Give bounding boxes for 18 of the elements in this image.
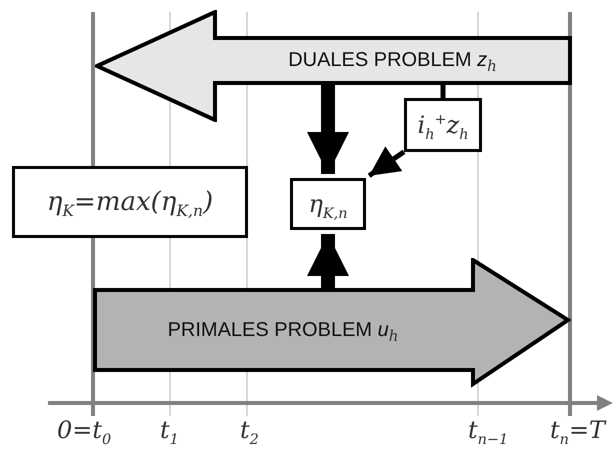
math-box [404, 98, 482, 152]
math-box [12, 166, 248, 238]
band-label: DUALES PROBLEM z$_{h}$ [288, 49, 497, 72]
tick-label: t$_{n−1}$ [468, 416, 508, 444]
tick-label: t$_{2}$ [240, 416, 259, 444]
forward-arrow-band [93, 258, 573, 388]
formula: η$_{K}$=max(η$_{K,n}$) [46, 187, 214, 217]
band-label: PRIMALES PROBLEM u$_{h}$ [168, 318, 398, 342]
tick-label: t$_{n}$=T [550, 416, 606, 444]
tick-label: t$_{1}$ [160, 416, 179, 444]
connector-line [440, 83, 446, 98]
tick-label: 0=t$_{0}$ [57, 416, 112, 444]
arrow [307, 83, 349, 174]
formula: η$_{K,n}$ [308, 190, 348, 218]
formula: i$_{h}$$^{+}$z$_{h}$ [418, 111, 468, 139]
arrow [368, 146, 406, 178]
arrow [307, 234, 349, 290]
math-box [290, 178, 366, 230]
